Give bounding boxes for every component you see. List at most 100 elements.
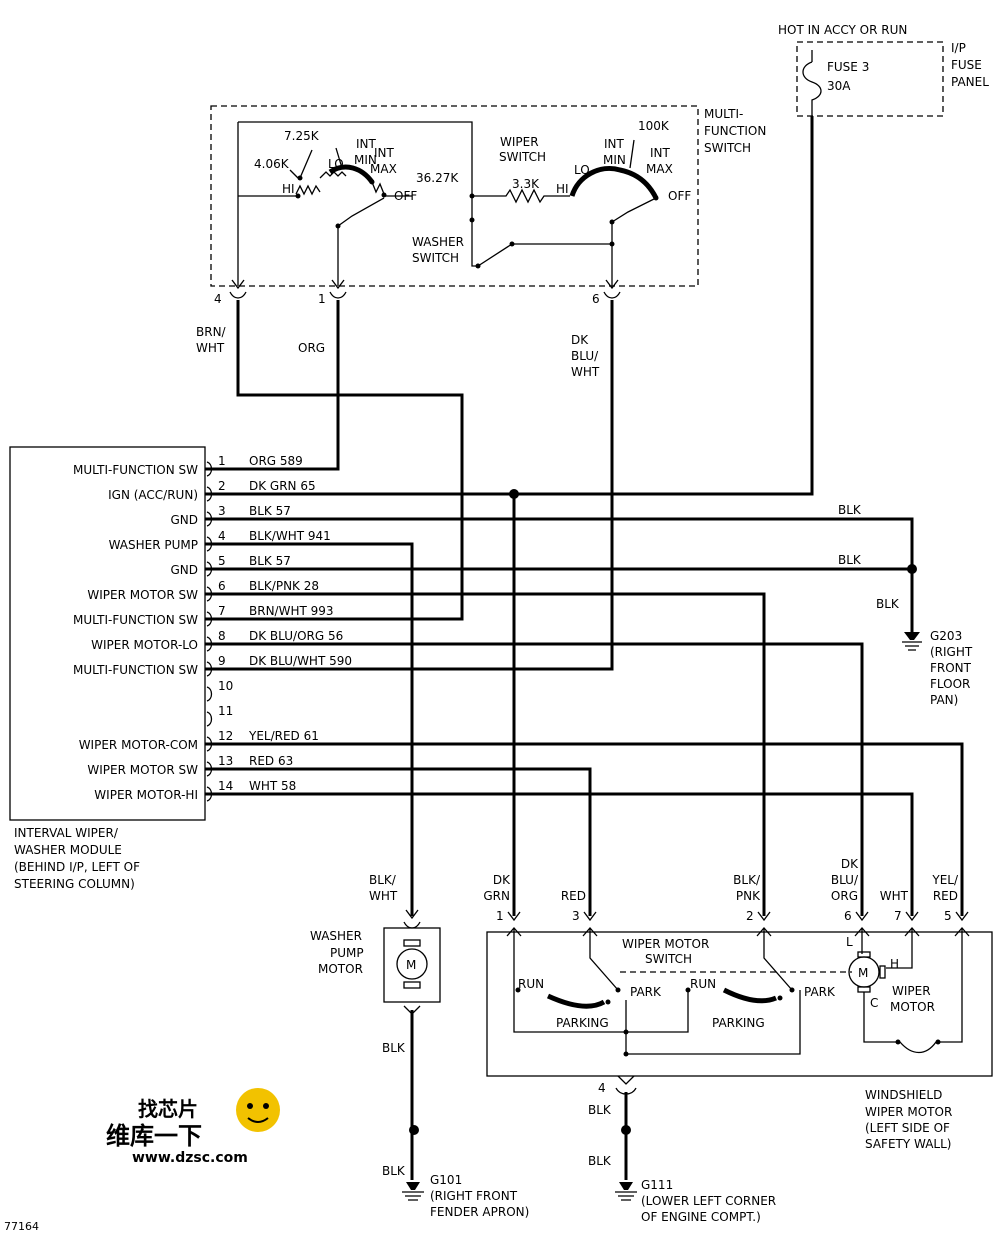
motor-terminal-pin: 7 [894, 909, 902, 923]
dzsc-logo: 找芯片 维库一下 www.dzsc.com [106, 1088, 280, 1166]
module-pin-number: 6 [218, 579, 226, 593]
module-pin-connector [206, 536, 213, 552]
motor-terminal: DK GRN 1 [483, 873, 522, 940]
module-pin-function: WIPER MOTOR-HI [94, 788, 198, 802]
module-pin-wire: BLK/WHT 941 [249, 529, 331, 543]
module-pin-number: 12 [218, 729, 233, 743]
module-pin-function: WIPER MOTOR-LO [91, 638, 198, 652]
wiper-motor: DKGRN1RED3BLK/PNK2DKBLU/ORG6WHT7YEL/RED5… [483, 857, 993, 1224]
logo-mascot-icon [236, 1088, 280, 1132]
g203-location-4: PAN) [930, 693, 958, 707]
module-pin-wire: BLK/PNK 28 [249, 579, 319, 593]
module-pin-function: GND [170, 513, 198, 527]
motor-run-right: RUN [690, 977, 716, 991]
module-pin-function: MULTI-FUNCTION SW [73, 613, 198, 627]
figure-id: 77164 [4, 1220, 39, 1233]
mfs-left-off: OFF [394, 189, 417, 203]
g111-wire-bottom: BLK [588, 1154, 612, 1168]
module-pin-connector [206, 686, 213, 702]
motor-run-left: RUN [518, 977, 544, 991]
motor-terminal-pin: 5 [944, 909, 952, 923]
wiper-brush-h: H [890, 957, 899, 971]
mfs-right-off: OFF [668, 189, 691, 203]
module-pin-number: 13 [218, 754, 233, 768]
g203-location-1: (RIGHT [930, 645, 973, 659]
motor-switch-title-2: SWITCH [645, 952, 692, 966]
mfs-wiper-switch-1: WIPER [500, 135, 539, 149]
module-pin-number: 8 [218, 629, 226, 643]
mfs-pin-4: 4 [214, 292, 222, 306]
wiper-motor-caption-3: (LEFT SIDE OF [865, 1121, 950, 1135]
washer-pump: BLK/ WHT M WASHER PUMP MOTOR BLK BLK G10… [310, 873, 529, 1219]
pump-wire-bottom: BLK [382, 1041, 406, 1055]
module-pin-wire: DK BLU/ORG 56 [249, 629, 343, 643]
module-pin-number: 14 [218, 779, 233, 793]
module-pin-function: WASHER PUMP [109, 538, 198, 552]
g101-location-2: FENDER APRON) [430, 1205, 529, 1219]
fuse-panel: HOT IN ACCY OR RUN FUSE 3 30A I/P FUSE P… [778, 23, 989, 117]
mfs-left-int-min-1: INT [356, 137, 377, 151]
mfs-right-int-min-2: MIN [603, 153, 626, 167]
motor-terminal-wire: DK [841, 857, 859, 871]
wiper-motor-caption-4: SAFETY WALL) [865, 1137, 951, 1151]
motor-park-right: PARK [804, 985, 836, 999]
module-pin-connector [206, 611, 213, 627]
module-pin-connector [206, 561, 213, 577]
mfs-title-line3: SWITCH [704, 141, 751, 155]
module-pin-connector [206, 511, 213, 527]
mfs-washer-switch-2: SWITCH [412, 251, 459, 265]
module-pin-wire: RED 63 [249, 754, 293, 768]
mfs-left-int-max-1: INT [374, 146, 395, 160]
wire-label-org: ORG [298, 341, 325, 355]
module-pin-wire: BRN/WHT 993 [249, 604, 334, 618]
mfs-r406k: 4.06K [254, 157, 290, 171]
module-pin-function: IGN (ACC/RUN) [108, 488, 198, 502]
module-pin-function: WIPER MOTOR-COM [79, 738, 198, 752]
mfs-r725k: 7.25K [284, 129, 320, 143]
fuse-panel-line2: FUSE [951, 58, 982, 72]
motor-parking-right: PARKING [712, 1016, 765, 1030]
fuse-panel-line1: I/P [951, 41, 966, 55]
logo-top-text: 找芯片 [138, 1097, 198, 1121]
module-pin-wire: DK BLU/WHT 590 [249, 654, 352, 668]
motor-terminal-wire: GRN [483, 889, 510, 903]
mfs-right-lo: LO [574, 163, 590, 177]
module-pin-function: WIPER MOTOR SW [87, 588, 198, 602]
mfs-r100k: 100K [638, 119, 670, 133]
mfs-right-int-min-1: INT [604, 137, 625, 151]
module-pin-wire: DK GRN 65 [249, 479, 316, 493]
mfs-pin-6: 6 [592, 292, 600, 306]
motor-park-left: PARK [630, 985, 662, 999]
pump-label-1: WASHER [310, 929, 362, 943]
motor-terminal-pin: 1 [496, 909, 504, 923]
mfs-left-int-min-2: MIN [354, 153, 377, 167]
wiper-motor-caption-1: WINDSHIELD [865, 1088, 942, 1102]
fuse-name: FUSE 3 [827, 60, 869, 74]
module-pin-number: 5 [218, 554, 226, 568]
pump-motor-symbol: M [406, 958, 416, 972]
motor-terminal-wire: DK [493, 873, 511, 887]
g203-location-3: FLOOR [930, 677, 970, 691]
ground-g203: BLK BLK BLK G203 (RIGHT FRONT FLOOR PAN) [838, 503, 973, 707]
motor-terminal-pin: 6 [844, 909, 852, 923]
pump-wire-top-1: BLK/ [369, 873, 397, 887]
motor-terminal-wire: WHT [880, 889, 909, 903]
module-pin-number: 4 [218, 529, 226, 543]
g101-location-1: (RIGHT FRONT [430, 1189, 518, 1203]
g111-name: G111 [641, 1178, 673, 1192]
wiper-motor-caption-2: WIPER MOTOR [865, 1105, 952, 1119]
pump-label-3: MOTOR [318, 962, 363, 976]
module-caption-3: (BEHIND I/P, LEFT OF [14, 860, 140, 874]
g203-location-2: FRONT [930, 661, 972, 675]
wiper-motor-label-1: WIPER [892, 984, 931, 998]
mfs-r3627k: 36.27K [416, 171, 459, 185]
motor-terminal-pin: 3 [572, 909, 580, 923]
module-pin-number: 9 [218, 654, 226, 668]
module-pin-connector [206, 711, 213, 727]
motor-terminal-wire: ORG [831, 889, 858, 903]
